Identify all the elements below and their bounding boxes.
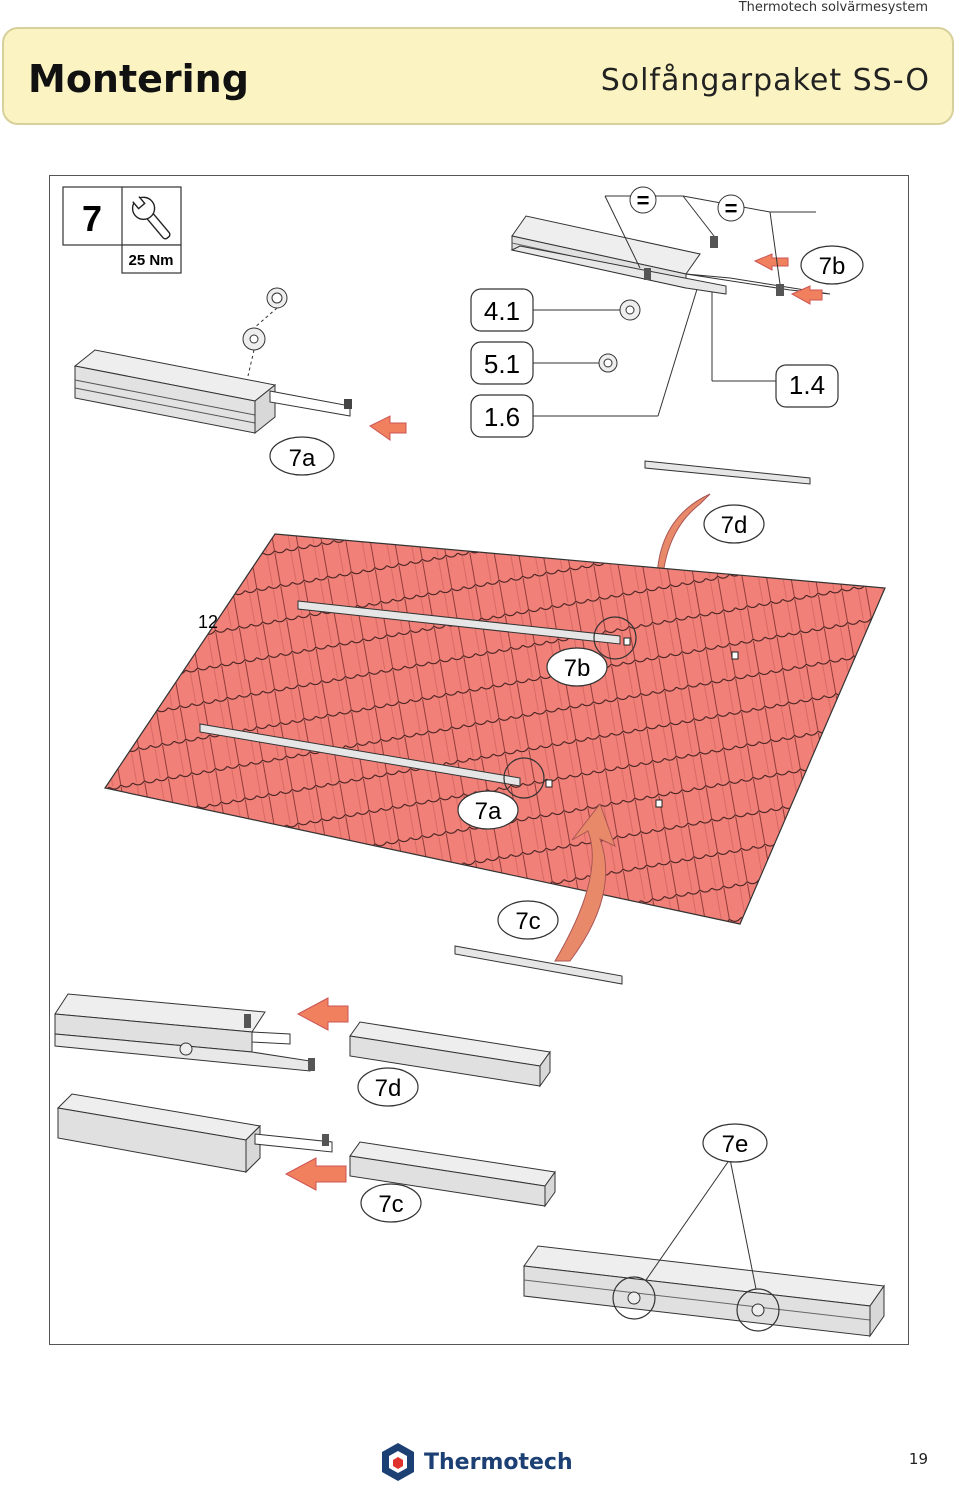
label-7a-top: 7a	[289, 445, 316, 472]
equals-sign-1: =	[637, 188, 650, 213]
footer-logo: Thermotech	[380, 1440, 573, 1484]
arrow-icon	[284, 1157, 347, 1191]
step-box: 7 25 Nm	[62, 186, 182, 274]
part-callouts: 4.1 5.1 1.6 1.4	[470, 284, 839, 438]
torque-value: 25 Nm	[128, 252, 173, 269]
arrow-icon	[753, 253, 789, 271]
header-banner: Montering Solfångarpaket SS-O	[2, 27, 954, 125]
step-number: 7	[82, 198, 102, 239]
rail-7d-upper	[644, 460, 811, 485]
label-7b-roof: 7b	[564, 655, 591, 682]
rail-7c-lower	[454, 945, 623, 985]
tiled-roof	[104, 533, 886, 925]
label-7d-bottom: 7d	[375, 1075, 402, 1102]
label-12: 12	[198, 612, 218, 632]
label-7a-roof: 7a	[475, 798, 502, 825]
label-7d-top: 7d	[721, 512, 748, 539]
page-subtitle: Solfångarpaket SS-O	[600, 63, 930, 98]
thermotech-logo-icon	[382, 1443, 414, 1481]
arrow-icon	[369, 415, 407, 441]
part-5-1: 5.1	[484, 349, 520, 379]
label-7c-bottom: 7c	[378, 1191, 403, 1218]
rail-assembly-7c	[56, 1093, 556, 1208]
arrow-icon	[790, 285, 823, 305]
part-4-1: 4.1	[484, 296, 520, 326]
arrow-icon	[296, 997, 349, 1031]
curved-arrow-icon	[554, 802, 616, 962]
instruction-frame: 7 25 Nm 7	[49, 175, 909, 1345]
top-caption: Thermotech solvärmesystem	[738, 0, 928, 15]
label-7e: 7e	[722, 1131, 749, 1158]
label-7b-top: 7b	[819, 253, 846, 280]
label-7c-mid: 7c	[515, 908, 540, 935]
rail-assembly-7d	[54, 993, 551, 1088]
rail-assembly-7e	[523, 1158, 885, 1338]
part-1-6: 1.6	[484, 402, 520, 432]
rail-detail-7a	[73, 287, 407, 441]
rail-joint-detail-7b: = =	[510, 186, 831, 305]
part-1-4: 1.4	[789, 370, 825, 400]
page-title: Montering	[28, 57, 249, 101]
equals-sign-2: =	[725, 196, 738, 221]
assembly-illustration: 7 25 Nm 7	[54, 186, 886, 1338]
wrench-icon	[131, 196, 171, 240]
footer-brand: Thermotech	[424, 1449, 573, 1475]
page-number: 19	[908, 1450, 928, 1468]
